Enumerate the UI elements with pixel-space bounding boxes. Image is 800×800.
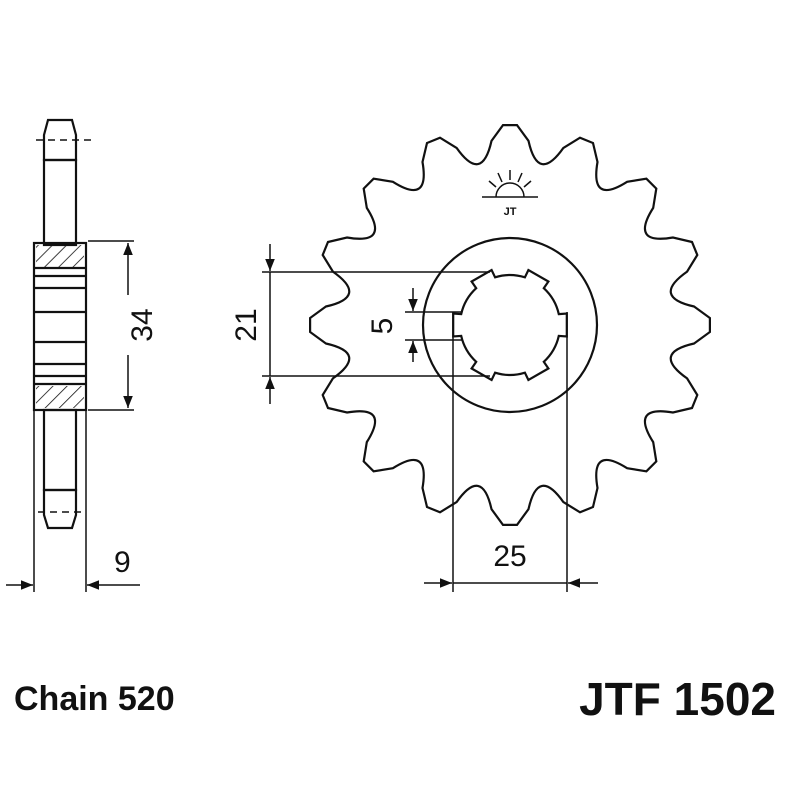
splined-bore xyxy=(452,268,568,382)
dim-bore-width: 21 xyxy=(230,308,263,341)
svg-text:JT: JT xyxy=(504,206,517,218)
sprocket-outline xyxy=(309,124,711,526)
side-tooth-bottom xyxy=(42,488,78,530)
dim-bolt-span: 25 xyxy=(493,540,526,573)
chain-size-label: Chain 520 xyxy=(14,680,175,718)
hub-circle xyxy=(421,236,599,414)
jt-logo: JT xyxy=(482,170,538,218)
front-view: JT 21 5 25 xyxy=(230,124,711,592)
dim-spline-depth: 5 xyxy=(366,318,399,335)
part-number: JTF 1502 xyxy=(579,673,776,725)
dim-thickness: 9 xyxy=(114,546,131,579)
side-hatch-bottom xyxy=(42,408,78,492)
side-hatch-top xyxy=(42,158,78,247)
side-view: 34 9 xyxy=(6,118,159,592)
dim-hub-diameter: 34 xyxy=(126,308,159,341)
